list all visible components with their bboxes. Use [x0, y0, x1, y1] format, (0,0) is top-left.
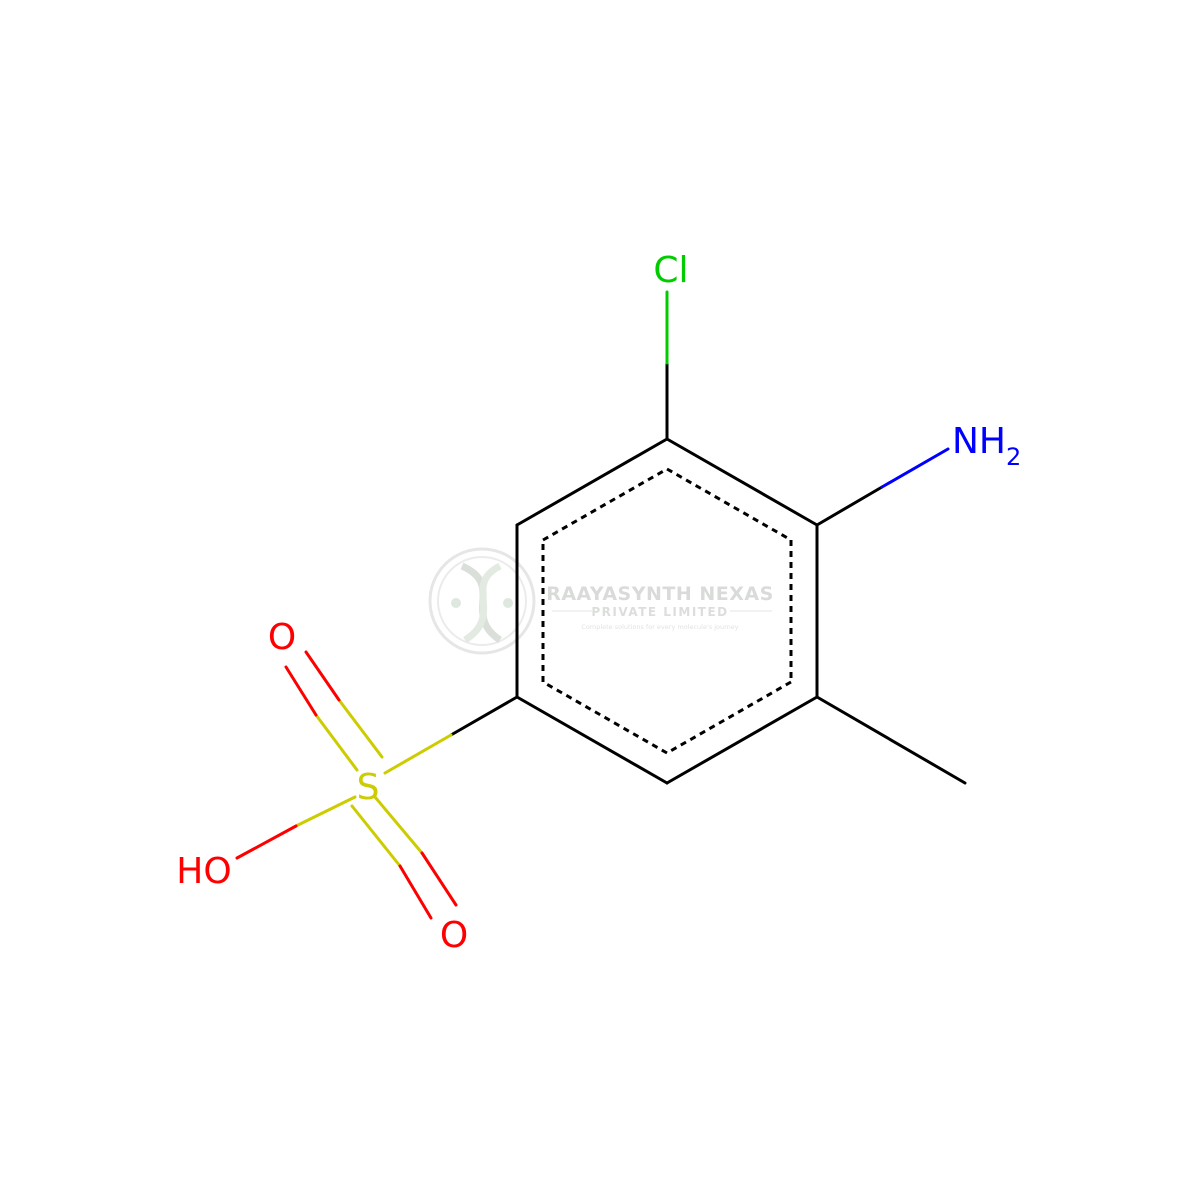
amine-label: NH2	[952, 421, 1021, 471]
chlorine-label: Cl	[653, 250, 688, 291]
amine-n-label: NH	[952, 421, 1006, 462]
sulfur-label: S	[357, 767, 380, 808]
amine-bond	[815, 447, 950, 527]
watermark-subtitle: PRIVATE LIMITED	[591, 605, 728, 619]
oxygen-bottom-label: O	[440, 915, 468, 956]
ring-bond-3	[665, 695, 819, 785]
ring-bond-1	[665, 437, 819, 527]
aromatic-bond-3	[666, 680, 792, 755]
benzene-ring	[515, 437, 819, 785]
aromatic-bond-4	[542, 680, 668, 755]
hydroxyl-label: HO	[176, 851, 231, 892]
aromatic-inner-ring	[541, 467, 793, 755]
aromatic-bond-1	[666, 467, 792, 542]
watermark-logo	[428, 547, 536, 655]
sulfonyl-bond	[383, 695, 519, 775]
amine-subscript: 2	[1006, 443, 1021, 471]
s-o-double-bond-top	[284, 650, 384, 772]
watermark-company: RAAYASYNTH NEXAS	[546, 583, 774, 605]
s-o-double-bond-bottom	[350, 795, 458, 920]
watermark-tagline: Complete solutions for every molecule's …	[581, 623, 738, 631]
aromatic-bond-6	[542, 467, 668, 542]
oxygen-top-label: O	[268, 617, 296, 658]
ring-bond-6	[515, 437, 669, 527]
ring-bond-4	[515, 695, 669, 785]
watermark: RAAYASYNTH NEXAS PRIVATE LIMITED Complet…	[428, 547, 774, 655]
methyl-bond	[815, 695, 967, 785]
s-oh-bond	[235, 795, 357, 860]
